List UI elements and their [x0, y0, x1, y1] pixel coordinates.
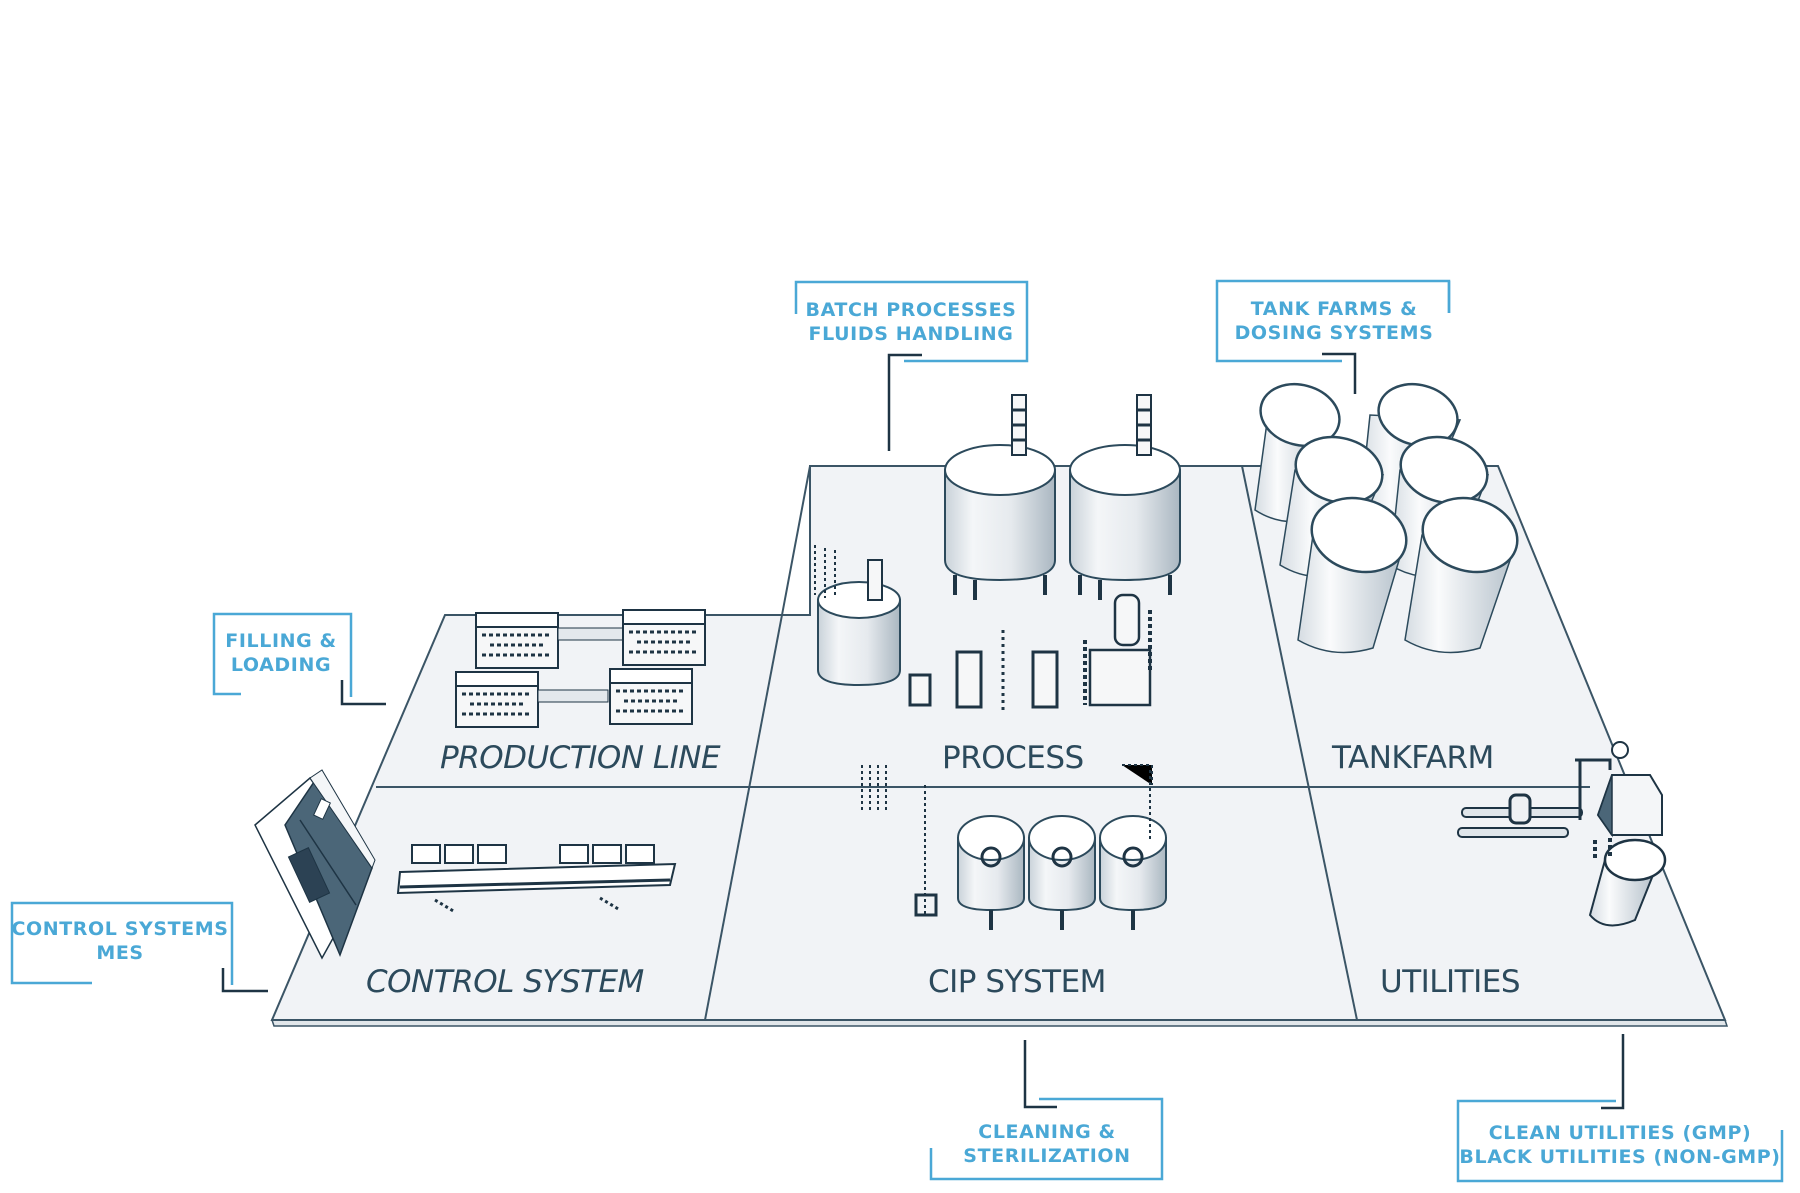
zone-label-process: PROCESS: [942, 740, 1084, 776]
callout-control-line2: MES: [96, 942, 143, 964]
zone-label-utilities: UTILITIES: [1380, 964, 1520, 1000]
process-tank: [1069, 394, 1181, 600]
pipe: [1457, 827, 1569, 838]
storage-tank: [1404, 496, 1519, 654]
process-tank: [944, 394, 1056, 600]
callout-utilities: CLEAN UTILITIES (GMP) BLACK UTILITIES (N…: [1456, 1034, 1784, 1183]
callout-filling-loading: FILLING & LOADING: [212, 612, 386, 706]
cip-tanks: [861, 764, 1167, 930]
filling-machine: [455, 668, 693, 728]
zone-label-tankfarm: TANKFARM: [1331, 740, 1494, 776]
callout-filling-line2: LOADING: [231, 654, 331, 676]
callout-batch-processes: BATCH PROCESSES FLUIDS HANDLING: [794, 280, 1029, 451]
callout-filling-line1: FILLING &: [225, 630, 336, 652]
callout-utilities-line2: BLACK UTILITIES (NON-GMP): [1459, 1146, 1780, 1168]
callout-control-systems: CONTROL SYSTEMS MES: [10, 901, 268, 993]
control-desk: [396, 844, 677, 914]
callout-tank-farms: TANK FARMS & DOSING SYSTEMS: [1215, 279, 1451, 394]
zone-label-control-system: CONTROL SYSTEM: [366, 964, 644, 1000]
process-tanks: [814, 394, 1181, 710]
filling-machines: [455, 609, 706, 728]
callout-batch-line2: FLUIDS HANDLING: [809, 323, 1014, 345]
control-cabinet: [254, 769, 376, 960]
conveyor: [557, 627, 629, 641]
valve: [1508, 793, 1532, 825]
storage-tank: [1297, 496, 1408, 654]
zone-label-production-line: PRODUCTION LINE: [440, 740, 721, 776]
callout-control-line1: CONTROL SYSTEMS: [11, 918, 228, 940]
callout-cleaning-line1: CLEANING &: [978, 1121, 1115, 1143]
filling-machine: [475, 609, 706, 669]
tank-farm-cylinders: [1254, 382, 1519, 654]
floor-divider-right: [1241, 465, 1358, 1021]
cip-tank: [1099, 815, 1167, 930]
callout-cleaning-line2: STERILIZATION: [963, 1145, 1130, 1167]
floor-divider-left: [704, 614, 783, 1021]
utilities-equipment: [1457, 741, 1667, 927]
cip-tank: [957, 815, 1025, 930]
callout-tankfarms-line1: TANK FARMS &: [1251, 298, 1418, 320]
callout-cleaning-sterilization: CLEANING & STERILIZATION: [929, 1040, 1164, 1181]
pump-skids: [908, 593, 1152, 710]
zone-label-cip-system: CIP SYSTEM: [928, 964, 1106, 1000]
callout-tankfarms-line2: DOSING SYSTEMS: [1235, 322, 1434, 344]
callout-batch-line1: BATCH PROCESSES: [806, 299, 1017, 321]
cip-tank: [1028, 815, 1096, 930]
floor-divider-process-left: [781, 465, 811, 616]
conveyor: [537, 689, 609, 703]
callout-utilities-line1: CLEAN UTILITIES (GMP): [1489, 1122, 1752, 1144]
mixing-tank: [814, 545, 901, 687]
